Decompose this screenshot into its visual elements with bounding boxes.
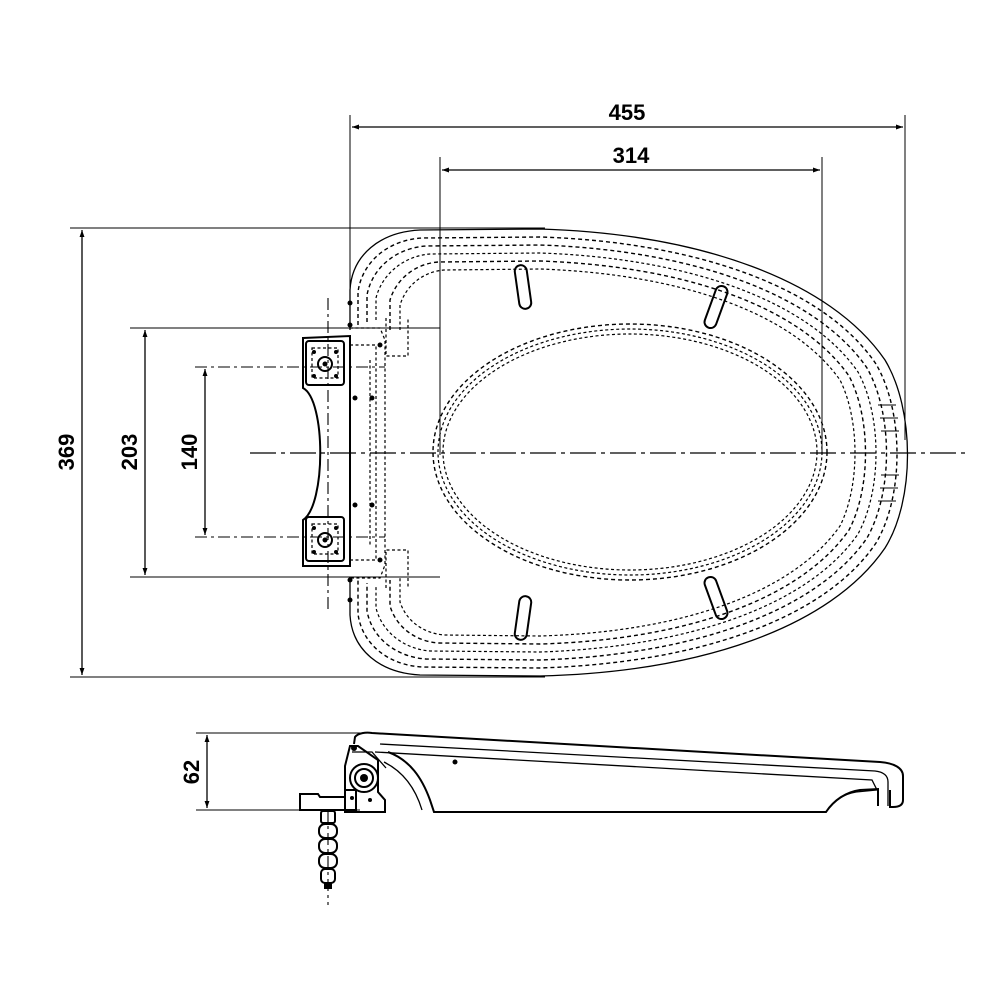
bumper-slot (513, 595, 533, 641)
dimension-label-455: 455 (609, 100, 646, 125)
seat-side-view (353, 731, 904, 813)
seat-side-top-surface (353, 731, 904, 808)
dimension-hinge-span: 203 (117, 327, 440, 578)
dimension-overall-width: 455 (349, 100, 906, 440)
bolt-block-upper (305, 340, 345, 386)
dimension-label-62: 62 (179, 760, 204, 784)
mounting-bolt (318, 810, 338, 889)
center-lines (250, 298, 970, 905)
hinge-plate-top-view (302, 300, 386, 603)
bolt-block-lower (305, 516, 345, 562)
dimension-label-314: 314 (613, 143, 650, 168)
hinge-plate-outline (302, 334, 351, 567)
dimension-label-203: 203 (117, 434, 142, 471)
dimension-bolt-spacing: 140 (177, 366, 385, 538)
dimension-hole-width: 314 (439, 143, 823, 455)
seat-side-underside (387, 751, 879, 813)
seat-top-view (349, 228, 909, 677)
dimension-label-140: 140 (177, 434, 202, 471)
hinge-side-view (299, 745, 387, 889)
hinge-knuckle (349, 763, 379, 793)
dimension-label-369: 369 (54, 434, 79, 471)
bumper-slot (703, 575, 729, 621)
bumper-slot (513, 264, 533, 310)
bumper-slot (703, 284, 729, 330)
dimension-overall-length: 369 (54, 227, 545, 678)
seat-outer-outline (349, 228, 909, 677)
dimension-seat-height: 62 (179, 732, 378, 811)
